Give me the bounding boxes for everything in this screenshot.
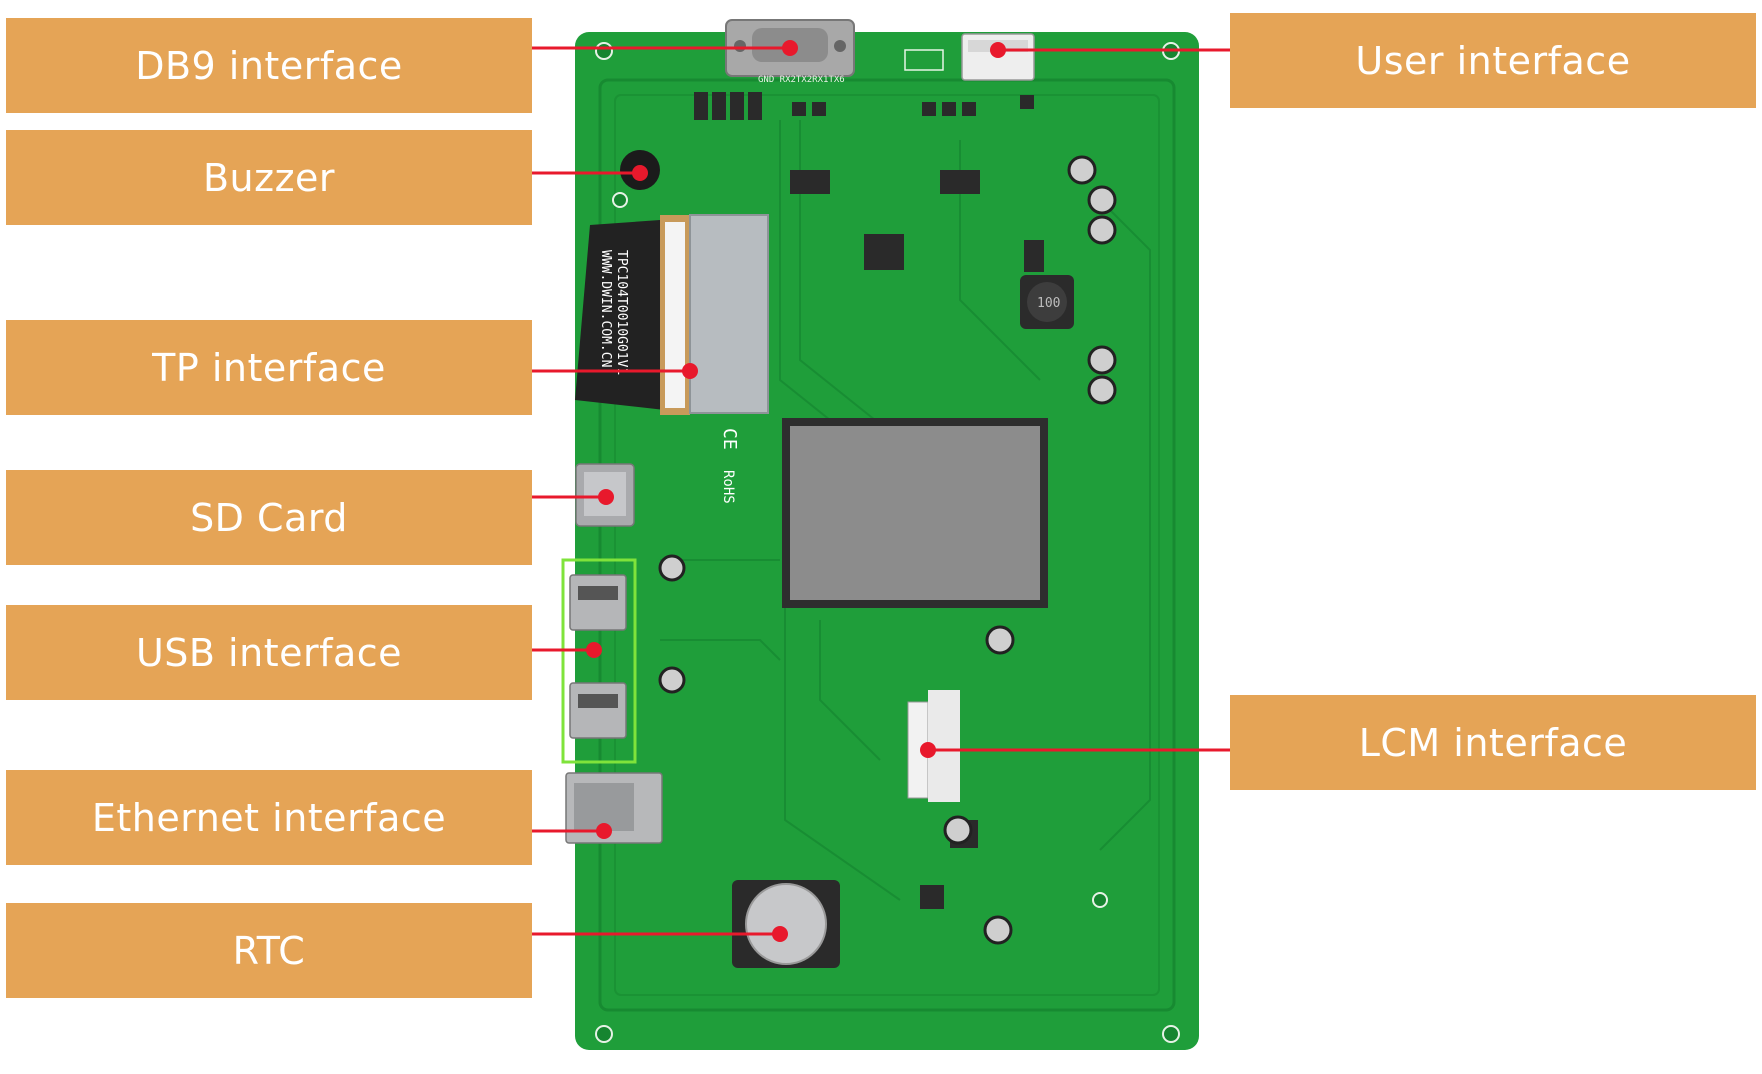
label-sd-card: SD Card	[6, 470, 532, 565]
label-db9-interface: DB9 interface	[6, 18, 532, 113]
board-website-silkscreen: WWW.DWIN.COM.CN	[598, 250, 613, 367]
label-rtc: RTC	[6, 903, 532, 998]
metal-shield	[689, 214, 769, 414]
leader-lines	[532, 46, 1230, 936]
small-jumper-header	[904, 49, 944, 71]
ic-components	[694, 92, 1044, 909]
label-ethernet-interface: Ethernet interface	[6, 770, 532, 865]
ethernet-port	[565, 772, 663, 844]
inductor-value: 100	[1037, 296, 1060, 311]
rtc-battery-holder	[732, 880, 840, 968]
board-model-silkscreen: TPC104T0010G01V1	[614, 250, 629, 375]
label-usb-interface: USB interface	[6, 605, 532, 700]
lcd-controller-module	[782, 418, 1048, 608]
leader-dots	[586, 40, 1006, 942]
tp-flex-cable	[575, 215, 690, 415]
db9-pin-silkscreen: GND RX2TX2RX1TX6	[758, 75, 845, 85]
rohs-mark: RoHS	[720, 470, 736, 504]
usb-highlight-box	[561, 558, 637, 764]
ce-mark: CE	[719, 428, 740, 450]
label-buzzer: Buzzer	[6, 130, 532, 225]
usb-connectors	[569, 574, 627, 739]
power-inductor	[1020, 275, 1074, 329]
pcb-inner-trace-border	[598, 78, 1176, 1012]
label-tp-interface: TP interface	[6, 320, 532, 415]
label-lcm-interface: LCM interface	[1230, 695, 1756, 790]
pcb-inner-trace-border-2	[614, 94, 1160, 996]
capacitors	[658, 155, 1117, 945]
label-user-interface: User interface	[1230, 13, 1756, 108]
